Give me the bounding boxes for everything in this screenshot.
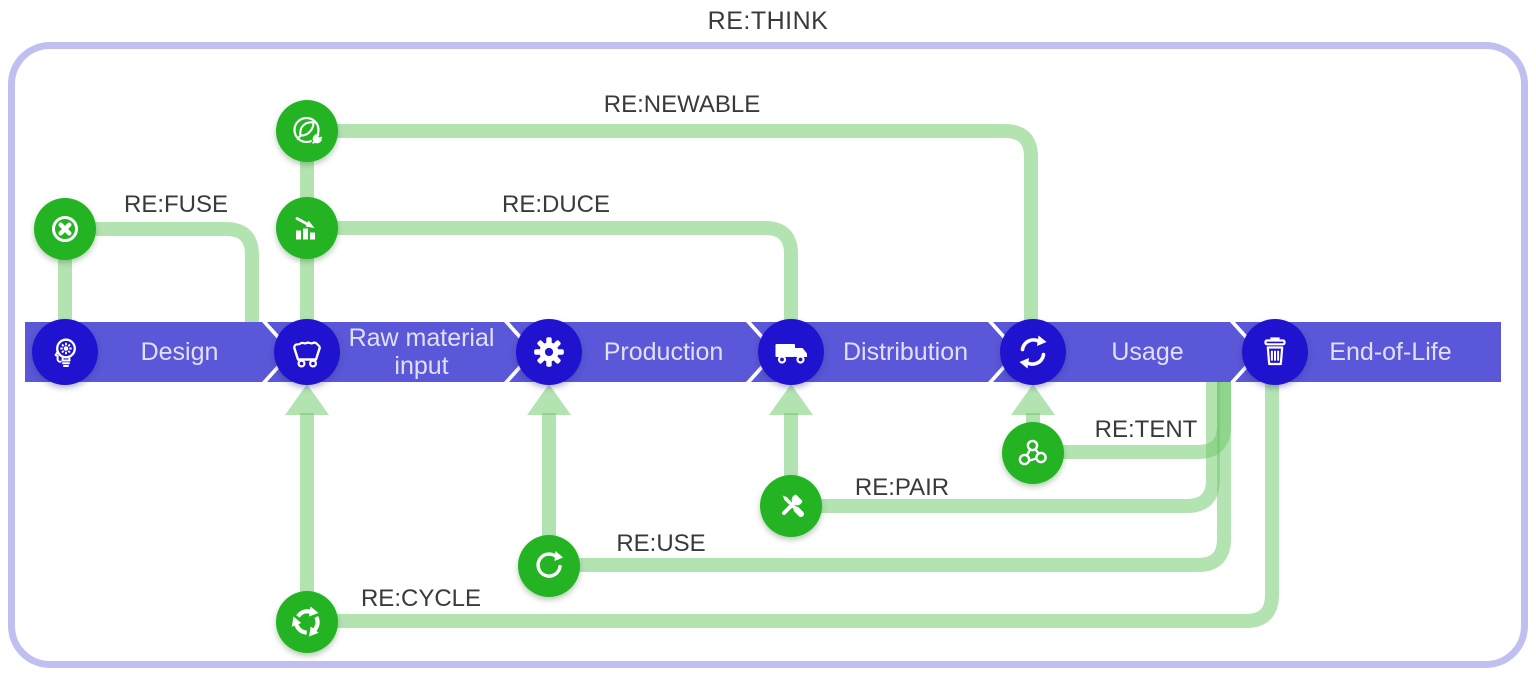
distribution-icon-circle: [758, 319, 824, 385]
design-icon-circle: [32, 319, 98, 385]
reduce-icon-circle: [276, 197, 338, 259]
delivery-truck-icon: [775, 344, 807, 364]
stage-usage-label: Usage: [1111, 338, 1184, 366]
production-icon-circle: [516, 319, 582, 385]
circular-arrow-icon: [536, 551, 563, 578]
stage-raw-material-input-label: Raw material input: [348, 324, 495, 380]
stage-end-of-life-label: End-of-Life: [1329, 338, 1452, 366]
refresh-cycle-icon: [1019, 335, 1047, 369]
recycle-icon-circle: [276, 591, 338, 653]
reuse-connector: [549, 379, 1231, 572]
repair-label: RE:PAIR: [854, 474, 950, 501]
diagram-frame: [8, 42, 1528, 668]
shared-circles-icon: [1018, 439, 1047, 466]
diagram-title: RE:THINK: [707, 7, 829, 35]
stage-production-label: Production: [603, 338, 724, 366]
refuse-connector: [65, 222, 259, 325]
mine-cart-icon: [292, 341, 322, 368]
stage-distribution-label: Distribution: [842, 338, 969, 366]
recycle-connector: [307, 379, 1279, 628]
retent-icon-circle: [1002, 422, 1064, 484]
reduce-label: RE:DUCE: [501, 191, 611, 218]
gear-icon: [534, 337, 564, 367]
leaf-energy-icon: [293, 116, 323, 145]
reuse-arrowhead: [527, 384, 571, 415]
refuse-label: RE:FUSE: [123, 191, 229, 218]
renewable-label: RE:NEWABLE: [603, 91, 761, 118]
reduce-connector: [307, 221, 798, 325]
retent-arrowhead: [1011, 384, 1055, 415]
end-of-life-icon-circle: [1242, 319, 1308, 385]
circle-x-icon: [52, 216, 78, 242]
repair-connector: [791, 379, 1220, 513]
recycle-label: RE:CYCLE: [360, 585, 482, 612]
head-idea-bulb-icon: [54, 338, 76, 367]
raw-material-icon-circle: [274, 319, 340, 385]
declining-bars-icon: [295, 217, 315, 240]
renewable-icon-circle: [276, 100, 338, 162]
recycle-arrows-icon: [291, 606, 320, 637]
usage-icon-circle: [1000, 319, 1066, 385]
repair-icon-circle: [760, 475, 822, 537]
stage-design-label: Design: [140, 338, 219, 366]
crossed-tools-icon: [782, 494, 804, 517]
retent-label: RE:TENT: [1094, 416, 1198, 443]
trash-can-icon: [1264, 337, 1286, 366]
repair-arrowhead: [769, 384, 813, 415]
recycle-arrowhead: [285, 384, 329, 415]
renewable-connector: [300, 124, 1038, 325]
reuse-label: RE:USE: [616, 530, 706, 557]
refuse-icon-circle: [34, 198, 96, 260]
reuse-icon-circle: [518, 535, 580, 597]
